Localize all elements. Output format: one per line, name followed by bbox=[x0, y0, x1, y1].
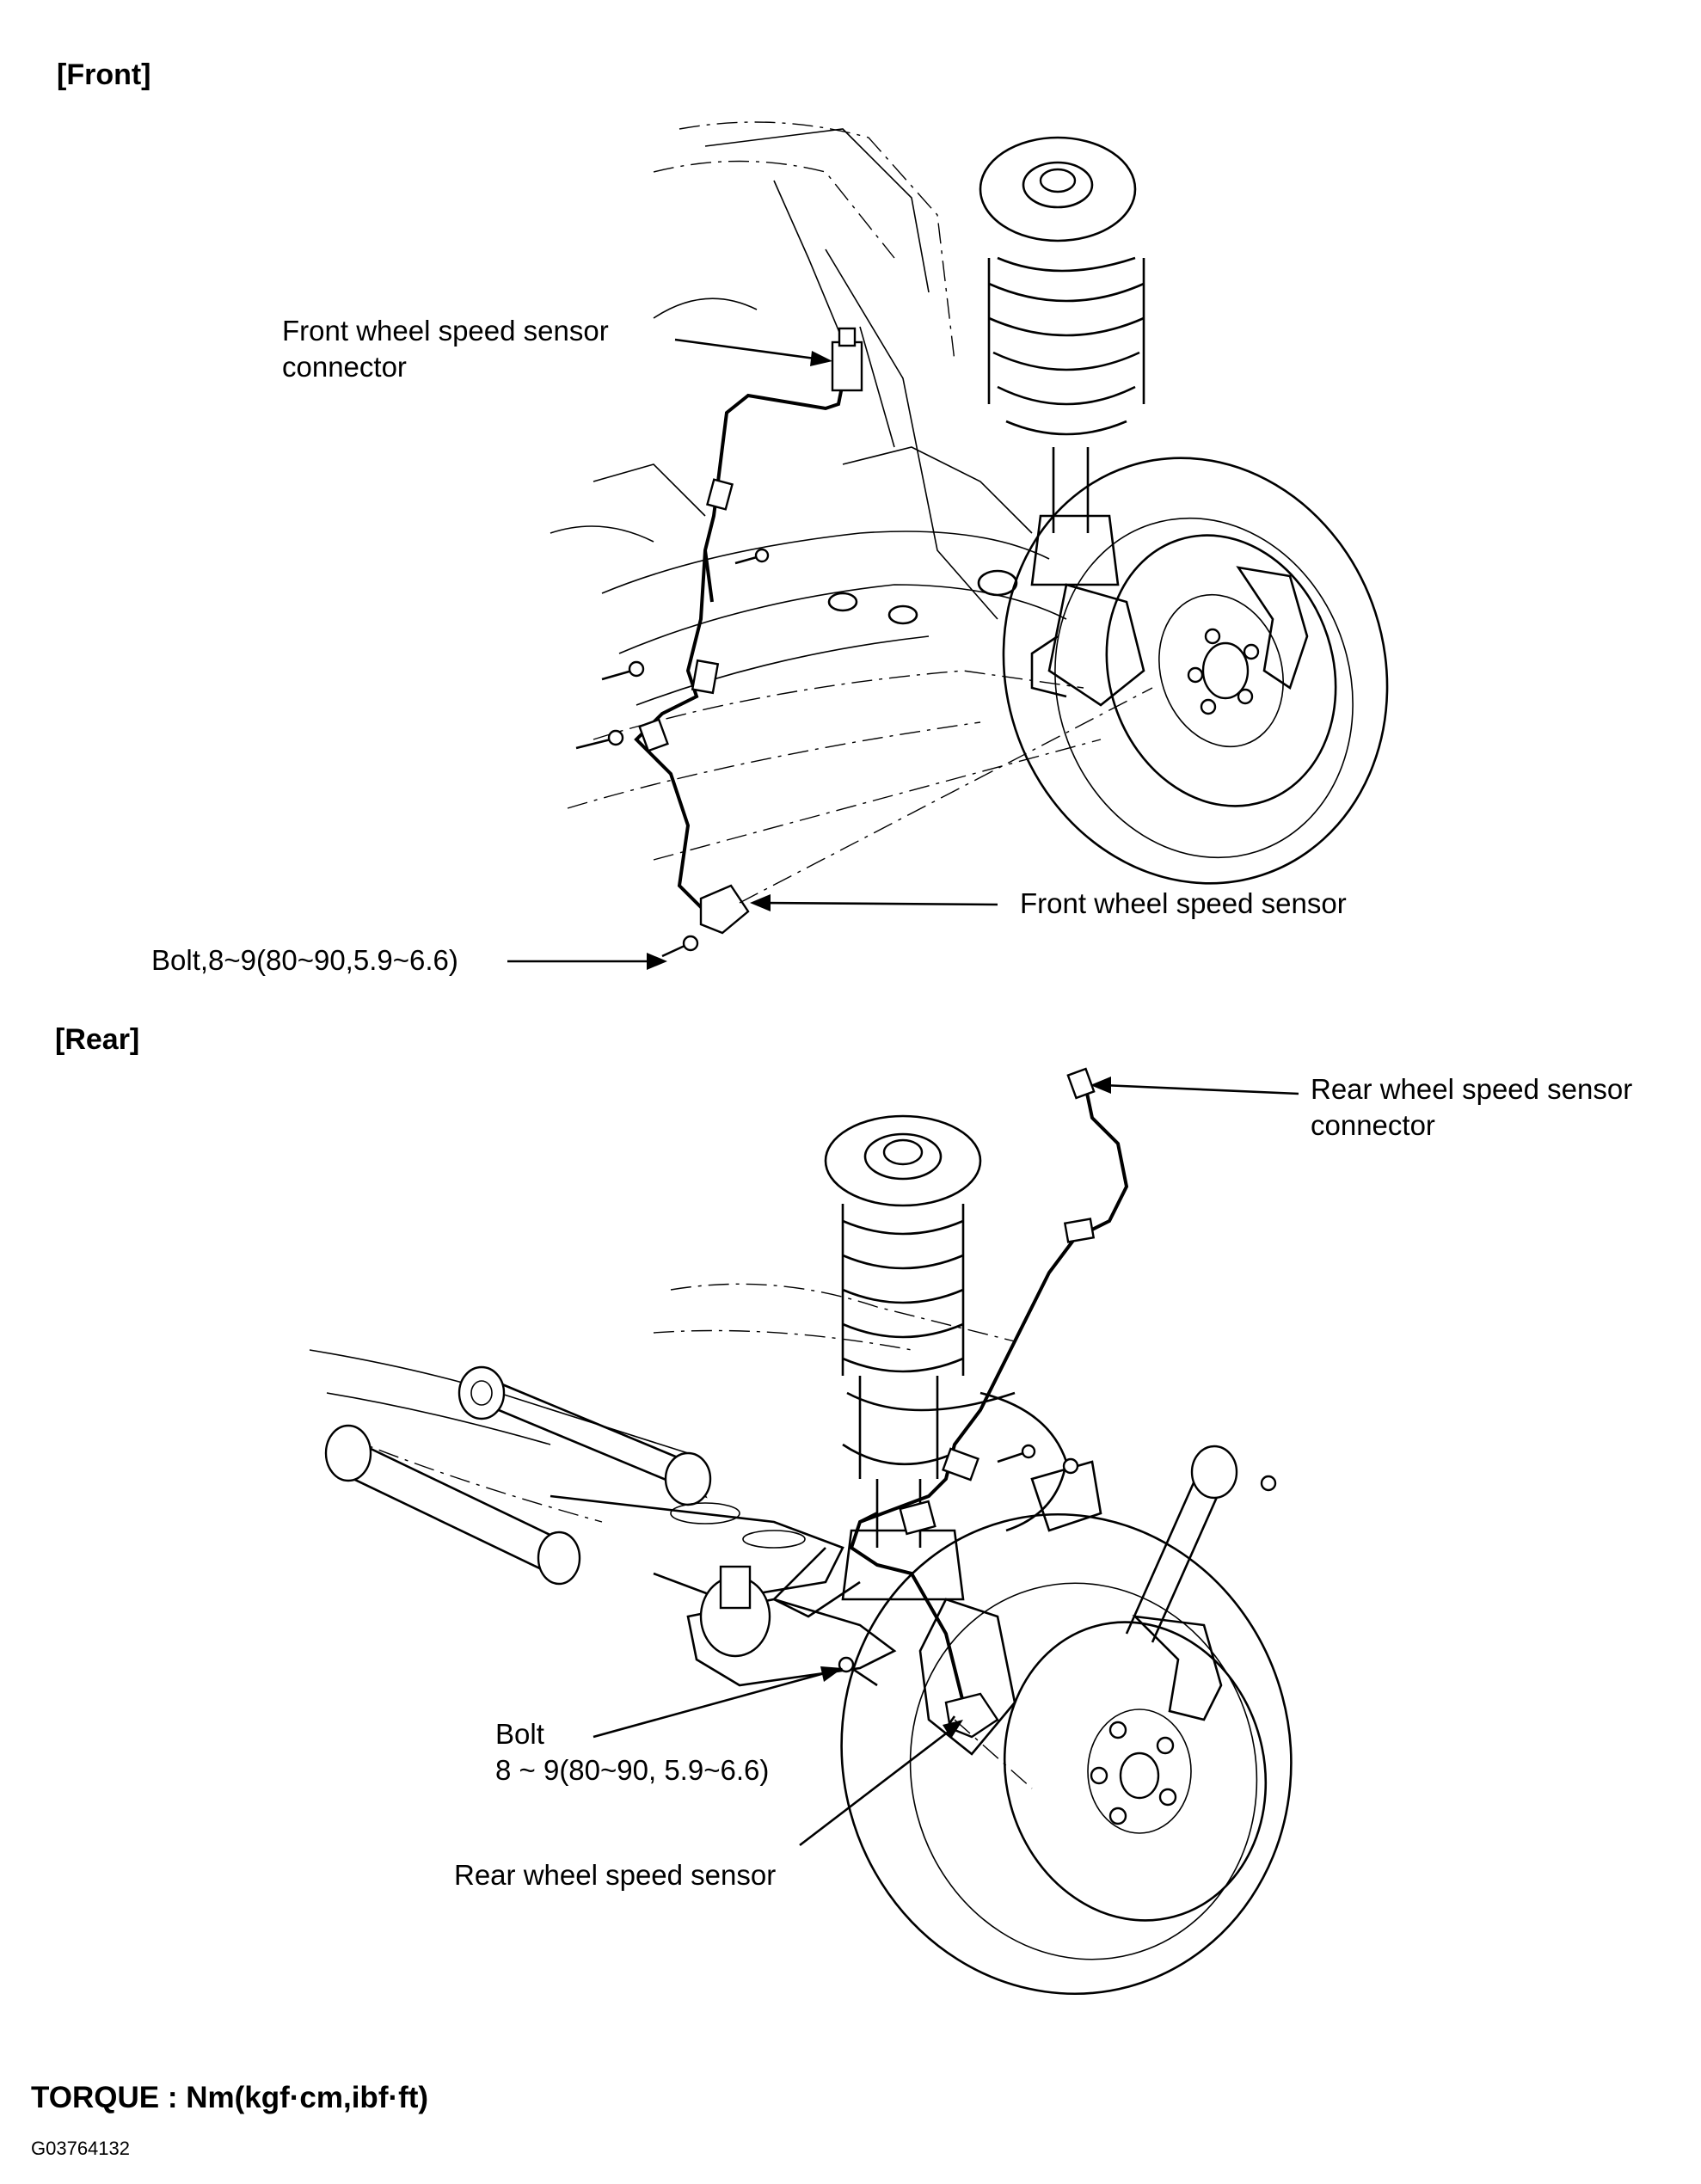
front-connector-label-line1: Front wheel speed sensor bbox=[282, 315, 609, 347]
front-connector-label: Front wheel speed sensor connector bbox=[282, 313, 609, 385]
front-heading: [Front] bbox=[57, 58, 151, 91]
rear-sensor-label: Rear wheel speed sensor bbox=[454, 1859, 777, 1891]
front-assembly-drawing bbox=[550, 121, 1389, 958]
figure-code: G03764132 bbox=[31, 2138, 130, 2159]
rear-heading: [Rear] bbox=[55, 1023, 140, 1056]
rear-bolt-label: Bolt 8 ~ 9(80~90, 5.9~6.6) bbox=[495, 1716, 769, 1788]
front-leader-lines bbox=[507, 338, 998, 970]
rear-leader-lines bbox=[593, 1077, 1299, 1847]
torque-note: TORQUE : Nm(kgf·cm,ibf·ft) bbox=[31, 2081, 429, 2114]
rear-bolt-label-line1: Bolt bbox=[495, 1718, 544, 1750]
rear-assembly-drawing bbox=[309, 1067, 1293, 1996]
rear-connector-label-line1: Rear wheel speed sensor bbox=[1311, 1073, 1633, 1105]
front-sensor-label: Front wheel speed sensor bbox=[1020, 887, 1347, 919]
front-connector-label-line2: connector bbox=[282, 351, 407, 383]
rear-bolt-label-line2: 8 ~ 9(80~90, 5.9~6.6) bbox=[495, 1754, 770, 1786]
rear-connector-label-line2: connector bbox=[1311, 1109, 1435, 1141]
rear-connector-label: Rear wheel speed sensor connector bbox=[1311, 1071, 1632, 1144]
front-bolt-label: Bolt,8~9(80~90,5.9~6.6) bbox=[151, 944, 458, 976]
